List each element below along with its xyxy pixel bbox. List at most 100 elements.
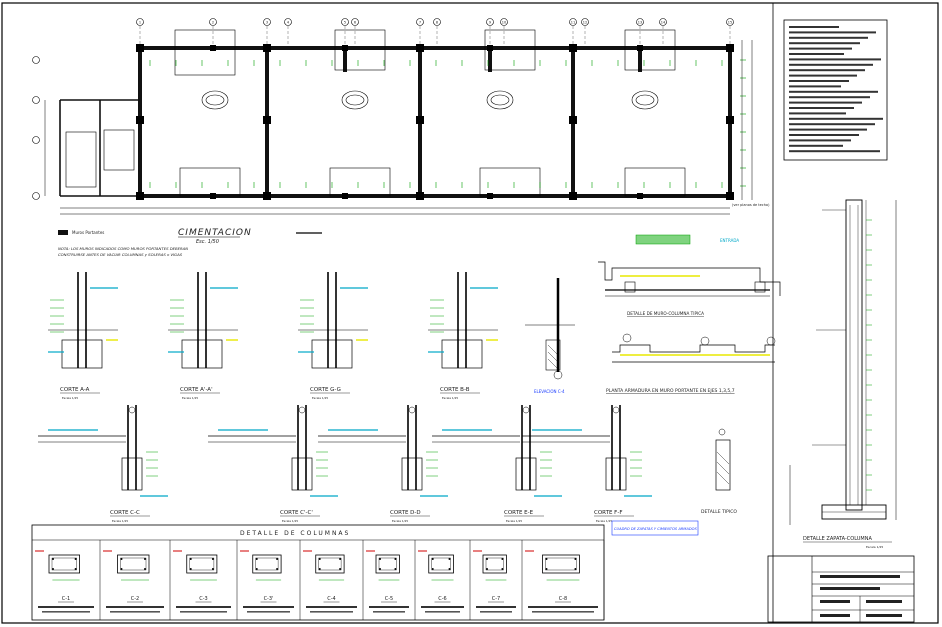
typical-detail-title: DETALLE TIPICO (701, 509, 737, 515)
plan-column (136, 192, 144, 200)
section-scale: Escala 1/25 (182, 396, 198, 400)
column-rebar (339, 558, 342, 560)
section-footing (181, 339, 223, 369)
plan-column (136, 116, 144, 124)
reinforcement-plan-title: PLANTA ARMADURA EN MURO PORTANTE EN EJES… (606, 388, 735, 394)
column-rebar (486, 558, 488, 560)
section-axis-bubble (612, 406, 620, 414)
note-line (789, 112, 846, 115)
section-footing (291, 457, 313, 491)
column-section-stirrup (378, 557, 397, 571)
grid-axis-bubble-top (416, 18, 424, 26)
column-rebar (448, 558, 451, 560)
reinforcement-plan: PLANTA ARMADURA EN MURO PORTANTE EN EJES… (606, 333, 776, 394)
grid-axis-bubble-left (32, 136, 40, 144)
column-section-outline (428, 554, 454, 574)
grid-axis-label: 4 (287, 21, 290, 25)
note-line (789, 134, 859, 136)
note-line (789, 36, 868, 39)
column-spec-line (425, 611, 460, 613)
general-notes-block (783, 19, 888, 161)
section-row2: CORTE C'-C'Escala 1/25 (208, 405, 338, 523)
column-type-label: C-1 (62, 596, 70, 602)
footing-schedule-title: CUADRO DE ZAPATAS Y CIMIENTOS ARMADOS (614, 527, 697, 531)
plan-column (569, 116, 577, 124)
column-rebar (339, 568, 342, 570)
plan-column (416, 116, 424, 124)
column-rebar (431, 568, 434, 570)
column-spec-line (243, 606, 294, 608)
title-block (767, 555, 915, 623)
section-title: CORTE C-C (110, 510, 140, 516)
grid-axis-label: 15 (728, 21, 732, 25)
note-line (789, 101, 862, 104)
note-line (789, 31, 876, 34)
plan-footing-rect (624, 167, 686, 197)
grid-axis-bubble-top (636, 18, 644, 26)
section-title: CORTE G-G (310, 387, 341, 393)
column-rebar (255, 558, 258, 560)
column-spec-line (421, 606, 464, 608)
column-rebar (276, 568, 279, 570)
column-rebar (255, 568, 258, 570)
column-rebar (144, 558, 146, 560)
note-line (789, 96, 870, 99)
column-rebar (276, 558, 279, 560)
section-title: CORTE E-E (504, 510, 534, 516)
plan-column (263, 44, 271, 52)
column-type-label: C-2 (131, 596, 139, 602)
section-axis-bubble (298, 406, 306, 414)
note-line (789, 90, 878, 93)
detail-wall-column: DETALLE DE MURO-COLUMNA TIPICA (598, 261, 781, 316)
plan-footing-rect (329, 167, 391, 197)
section-scale: Escala 1/25 (596, 519, 612, 523)
note-line (789, 47, 852, 50)
plan-hatch-ellipse (341, 90, 369, 110)
column-type-label: C-8 (559, 596, 567, 602)
column-cell: C-8 (525, 540, 605, 620)
grid-axis-bubble-top (136, 18, 144, 26)
grid-axis-bubble-top (284, 18, 292, 26)
column-spec-line (480, 611, 512, 613)
grid-axis-bubble-top (500, 18, 508, 26)
plan-column (136, 44, 144, 52)
grid-axis-label: 3 (266, 21, 268, 25)
plan-note-line2: CONSTRUIRSE ANTES DE VACIAR COLUMNAS y S… (58, 252, 183, 257)
column-spec-line (38, 606, 94, 608)
column-spec-line (476, 606, 516, 608)
section-title: CORTE A-A (60, 387, 90, 393)
plan-footing-rect (624, 29, 676, 71)
column-rebar (211, 568, 214, 570)
section-scale: Escala 1/25 (442, 396, 458, 400)
section-footing (515, 457, 537, 491)
grid-axis-label: 6 (354, 21, 356, 25)
grid-axis-bubble-top (486, 18, 494, 26)
column-rebar (318, 558, 321, 560)
typical-detail: DETALLE TIPICO (701, 428, 737, 515)
column-section-outline (375, 554, 400, 574)
column-rebar (448, 568, 451, 570)
column-section-stirrup (189, 557, 215, 571)
column-rebar (120, 568, 123, 570)
column-rebar (189, 568, 192, 570)
grid-axis-label: 1 (139, 21, 141, 25)
section-scale: Escala 1/25 (282, 519, 298, 523)
plan-column (263, 116, 271, 124)
section-title: CORTE B-B (440, 387, 470, 393)
plan-column (263, 192, 271, 200)
column-type-label: C-3' (264, 596, 274, 602)
note-line (789, 63, 873, 66)
note-line (789, 85, 841, 88)
plan-footing-rect (65, 131, 97, 188)
section-scale: Escala 1/25 (112, 519, 128, 523)
grid-axis-label: 5 (344, 21, 346, 25)
column-section-outline (117, 554, 150, 574)
plan-column (726, 44, 734, 52)
grid-axis-bubble-left (32, 56, 40, 64)
note-line (789, 74, 857, 77)
note-line (789, 123, 875, 126)
